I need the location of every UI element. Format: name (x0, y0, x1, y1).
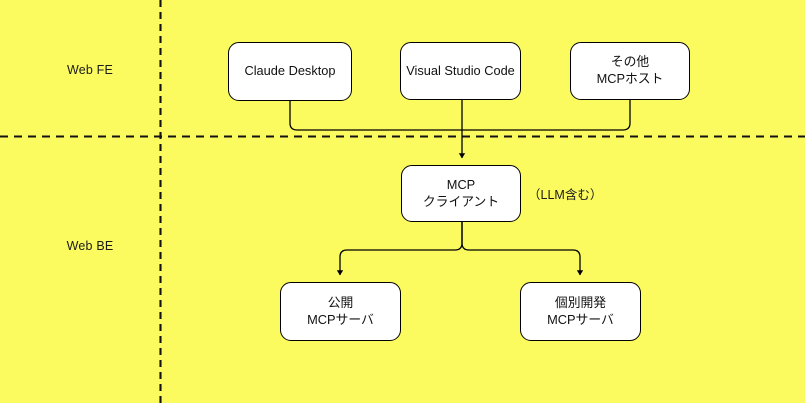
node-mcp-client[interactable]: MCP クライアント (401, 165, 521, 222)
node-claude-desktop[interactable]: Claude Desktop (228, 42, 352, 101)
node-custom-mcp-server[interactable]: 個別開発 MCPサーバ (520, 282, 641, 341)
node-other-mcp-host[interactable]: その他 MCPホスト (570, 42, 690, 100)
node-mcp-client-line2: クライアント (422, 193, 500, 209)
node-custom-mcp-server-line1: 個別開発 (554, 294, 607, 310)
node-other-mcp-host-line1: その他 (610, 54, 650, 70)
edge-client-to-public-server (336, 222, 463, 276)
edge-client-to-custom-server (461, 222, 584, 276)
node-other-mcp-host-line2: MCPホスト (596, 71, 664, 86)
node-mcp-client-line1: MCP (446, 176, 476, 192)
node-public-mcp-server-line2: MCPサーバ (307, 311, 374, 327)
lane-label-web-be: Web BE (66, 239, 114, 253)
node-visual-studio-code-line1: Visual Studio Code (406, 62, 515, 78)
node-visual-studio-code[interactable]: Visual Studio Code (400, 42, 521, 100)
node-custom-mcp-server-line2: MCPサーバ (547, 311, 614, 327)
edge-claude-to-client (289, 101, 462, 131)
node-public-mcp-server-line1: 公開 (327, 294, 354, 310)
node-claude-desktop-line1: Claude Desktop (244, 63, 336, 79)
node-public-mcp-server[interactable]: 公開 MCPサーバ (280, 282, 401, 341)
edge-otherhost-to-client (462, 100, 631, 131)
lane-label-web-fe: Web FE (66, 63, 114, 77)
annotation-llm-included: （LLM含む） (528, 188, 603, 202)
